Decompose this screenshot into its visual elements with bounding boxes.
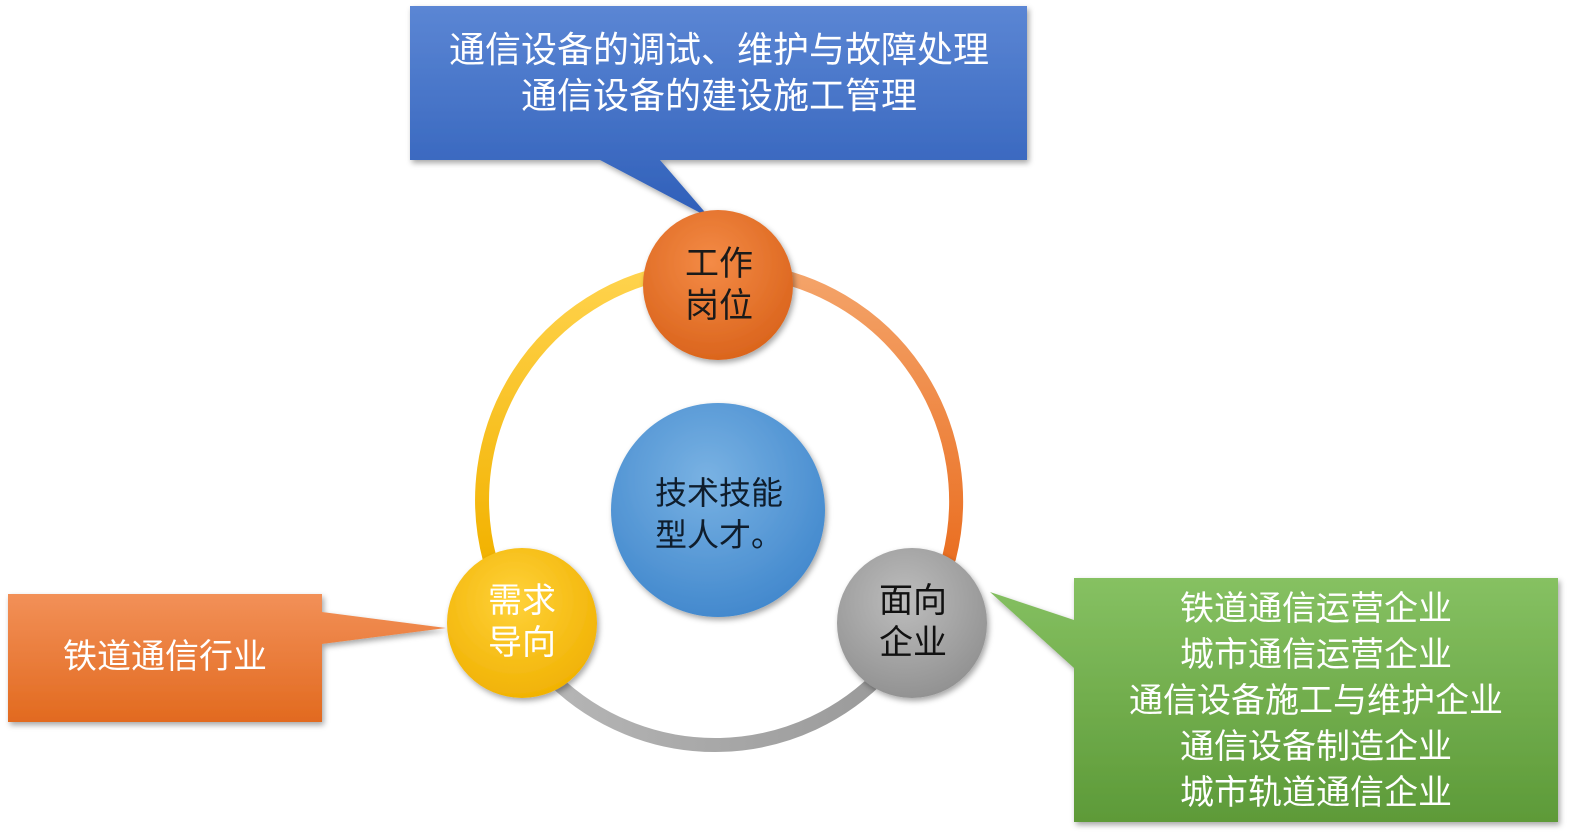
callout-company-line-1: 铁道通信运营企业: [1180, 589, 1452, 629]
callout-company-line-4: 通信设备制造企业: [1180, 727, 1452, 767]
callout-work-line-1: 通信设备的调试、维护与故障处理: [448, 30, 989, 71]
ring-arc-gray: [547, 665, 891, 753]
node-work-circle: [643, 210, 793, 360]
callout-demand-line-1: 铁道通信行业: [63, 637, 267, 677]
callout-work-line-2: 通信设备的建设施工管理: [520, 76, 917, 117]
callout-work-positions: [410, 6, 1027, 218]
callout-company-line-2: 城市通信运营企业: [1180, 635, 1452, 675]
callout-companies: [990, 578, 1558, 822]
node-company-line-2: 企业: [879, 623, 947, 663]
center-line-2: 型人才。: [654, 516, 783, 554]
node-demand-line-1: 需求: [488, 581, 556, 621]
callout-work-text: 通信设备的调试、维护与故障处理 通信设备的建设施工管理: [410, 28, 1028, 120]
node-demand-label: 需求 导向: [448, 580, 596, 664]
callout-company-line-5: 城市轨道通信企业: [1180, 773, 1452, 813]
node-demand-line-2: 导向: [488, 623, 556, 663]
node-work-label: 工作 岗位: [648, 243, 790, 327]
node-work-line-2: 岗位: [685, 286, 753, 326]
center-line-1: 技术技能: [654, 474, 783, 512]
ring-arc-orange: [747, 264, 964, 565]
center-circle: [611, 403, 825, 617]
callout-demand-text: 铁道通信行业: [8, 632, 322, 682]
callout-demand: [8, 594, 446, 722]
node-company-label: 面向 企业: [838, 580, 988, 664]
node-company-line-1: 面向: [879, 581, 947, 621]
node-demand-circle: [447, 548, 597, 698]
node-work-line-1: 工作: [685, 244, 753, 284]
node-company-circle: [837, 548, 987, 698]
callout-company-text: 铁道通信运营企业 城市通信运营企业 通信设备施工与维护企业 通信设备制造企业 城…: [1074, 586, 1558, 816]
ring-arc-yellow: [475, 264, 683, 567]
callout-company-line-3: 通信设备施工与维护企业: [1129, 681, 1503, 721]
center-label: 技术技能 型人才。: [614, 472, 824, 556]
